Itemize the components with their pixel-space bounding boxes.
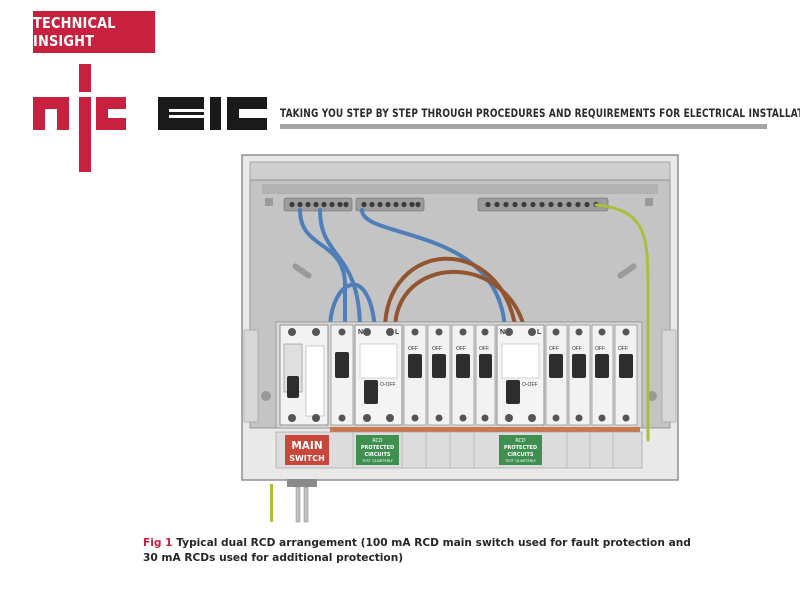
svg-text:RCD: RCD bbox=[515, 438, 525, 444]
brown-wire-2 bbox=[393, 269, 527, 332]
figure-caption: Fig 1 Typical dual RCD arrangement (100 … bbox=[143, 536, 703, 566]
main-switch-label: MAIN SWITCH bbox=[285, 435, 329, 465]
label-strip bbox=[275, 431, 643, 469]
logo-i-top bbox=[79, 64, 91, 92]
mcb-off-label: OFF bbox=[408, 346, 418, 352]
logo-n-right bbox=[57, 97, 69, 130]
svg-text:PROTECTED: PROTECTED bbox=[361, 445, 394, 451]
rcd-label-2: RCD PROTECTED CIRCUITS TEST QUARTERLY bbox=[499, 435, 542, 465]
rcd1-l-label: L bbox=[395, 329, 400, 336]
logo-i-stem bbox=[79, 97, 91, 172]
mcb-group-2: OFF OFF OFF OFF bbox=[545, 324, 638, 426]
rcd-2: N L O-OFF bbox=[496, 324, 545, 426]
mcb: OFF bbox=[614, 324, 638, 426]
mcb-off-label: OFF bbox=[432, 346, 442, 352]
figure-caption-text: Typical dual RCD arrangement (100 mA RCD… bbox=[143, 537, 691, 564]
svg-text:CIRCUITS: CIRCUITS bbox=[365, 452, 391, 458]
mcb-off-label: OFF bbox=[572, 346, 582, 352]
svg-text:TEST QUARTERLY: TEST QUARTERLY bbox=[361, 459, 394, 463]
mcb: OFF bbox=[591, 324, 614, 426]
main-switch-line1: MAIN bbox=[291, 440, 322, 452]
logo-c2-bottom bbox=[227, 118, 267, 130]
rcd2-off: O-OFF bbox=[522, 382, 538, 388]
blue-wire-2 bbox=[318, 208, 362, 332]
rcd-label-1: RCD PROTECTED CIRCUITS TEST QUARTERLY bbox=[356, 435, 399, 465]
svg-text:TEST QUARTERLY: TEST QUARTERLY bbox=[504, 459, 537, 463]
technical-insight-tag: TECHNICAL INSIGHT bbox=[33, 11, 156, 53]
mcb: OFF bbox=[403, 324, 427, 426]
mcb bbox=[330, 324, 354, 426]
rcd2-l-label: L bbox=[537, 329, 542, 336]
rcd-1: N L O-OFF bbox=[354, 324, 403, 426]
mcb-off-label: OFF bbox=[479, 346, 489, 352]
brown-wire-1 bbox=[383, 256, 518, 332]
terminal-bar-right bbox=[477, 197, 609, 212]
niceic-logo bbox=[33, 64, 267, 172]
terminal-bar-left bbox=[283, 197, 353, 212]
svg-text:CIRCUITS: CIRCUITS bbox=[508, 452, 534, 458]
mcb: OFF bbox=[568, 324, 591, 426]
mcb-off-label: OFF bbox=[456, 346, 466, 352]
figure-number: Fig 1 bbox=[143, 537, 173, 549]
blue-wire-4 bbox=[328, 282, 377, 332]
terminal-bar-middle bbox=[355, 197, 425, 212]
svg-text:RCD: RCD bbox=[372, 438, 382, 444]
mcb: OFF bbox=[427, 324, 451, 426]
svg-text:PROTECTED: PROTECTED bbox=[504, 445, 537, 451]
rcd1-off: O-OFF bbox=[380, 382, 396, 388]
logo-c1-bottom bbox=[96, 118, 126, 130]
rcd2-n-label: N bbox=[500, 329, 505, 336]
busbar bbox=[330, 427, 640, 433]
mcb: OFF bbox=[545, 324, 568, 426]
mcb-group-1: OFF OFF OFF OFF bbox=[330, 324, 496, 426]
mcb-off-label: OFF bbox=[549, 346, 559, 352]
blue-wire-1 bbox=[298, 208, 347, 332]
rcd1-n-label: N bbox=[358, 329, 363, 336]
mcb: OFF bbox=[451, 324, 475, 426]
header-rule bbox=[280, 124, 767, 129]
mcb: OFF bbox=[475, 324, 496, 426]
logo-e-block bbox=[158, 97, 204, 130]
logo-i2 bbox=[210, 97, 221, 130]
mcb-off-label: OFF bbox=[618, 346, 628, 352]
consumer-unit-diagram: N L O-OFF N L O-OFF OFF bbox=[241, 154, 679, 523]
tagline: TAKING YOU STEP BY STEP THROUGH PROCEDUR… bbox=[280, 106, 800, 120]
main-switch-line2: SWITCH bbox=[289, 454, 325, 463]
incoming-cables bbox=[270, 479, 317, 523]
main-switch-module bbox=[279, 324, 329, 426]
mcb-off-label: OFF bbox=[595, 346, 605, 352]
blue-wire-3 bbox=[360, 208, 507, 332]
earth-wire bbox=[594, 203, 650, 442]
